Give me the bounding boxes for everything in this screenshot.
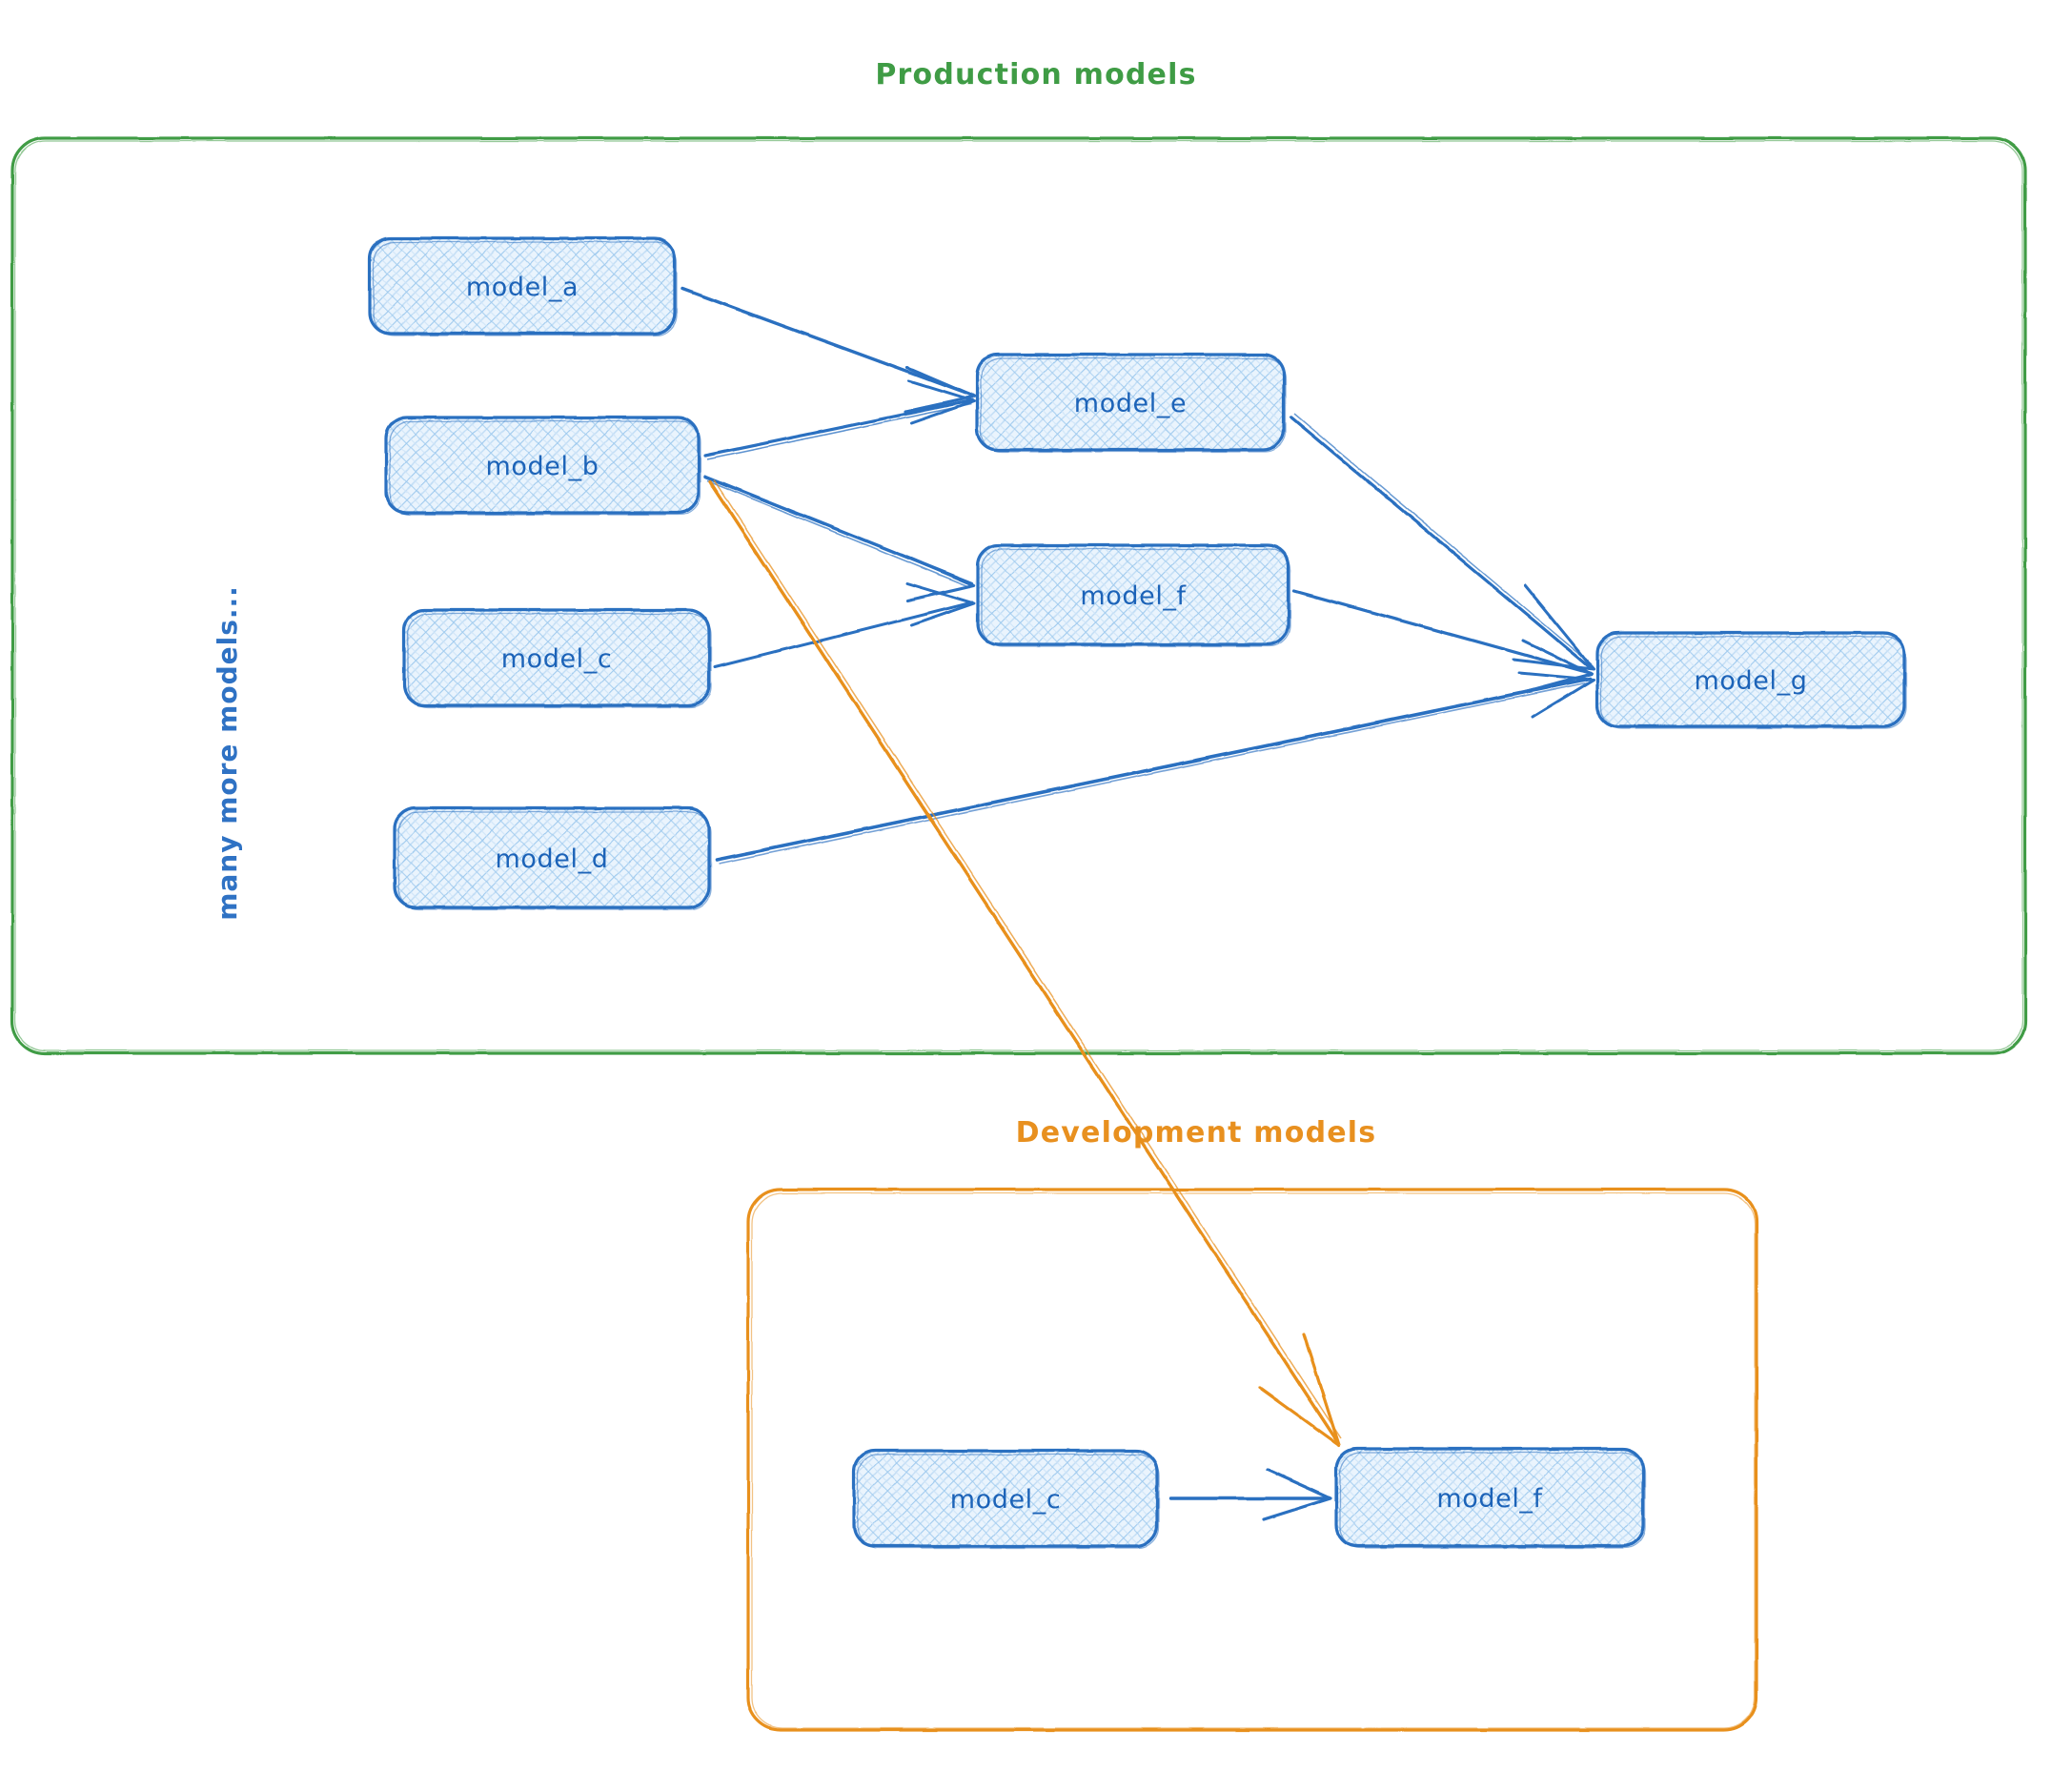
- node-label-prod-model-g: model_g: [1695, 666, 1808, 696]
- node-prod-model-c[interactable]: model_c: [402, 608, 712, 708]
- node-label-prod-model-b: model_b: [486, 452, 599, 481]
- edge-d-to-g: [715, 671, 1595, 865]
- node-dev-model-c[interactable]: model_c: [852, 1449, 1160, 1549]
- nodes-layer: model_a model_b model_c: [368, 236, 1907, 1549]
- node-prod-model-f[interactable]: model_f: [976, 543, 1291, 647]
- group-container-development: Development models: [746, 1116, 1758, 1732]
- node-label-prod-model-a: model_a: [466, 273, 579, 302]
- side-note-many-more-models: many more models...: [212, 585, 243, 921]
- node-label-prod-model-d: model_d: [496, 845, 609, 874]
- node-dev-model-f[interactable]: model_f: [1334, 1447, 1646, 1549]
- group-container-production: Production models: [10, 58, 2027, 1055]
- edge-prod-b-to-dev-f: [708, 478, 1342, 1447]
- production-group-border-sketch: [14, 140, 2023, 1051]
- node-prod-model-e[interactable]: model_e: [975, 353, 1287, 453]
- production-group-border: [10, 136, 2027, 1055]
- development-group-title: Development models: [1016, 1116, 1377, 1150]
- development-group-border-sketch: [751, 1192, 1756, 1729]
- production-group-title: Production models: [875, 58, 1196, 92]
- edge-b-to-f: [703, 475, 976, 602]
- node-prod-model-a[interactable]: model_a: [368, 236, 678, 336]
- node-label-dev-model-f: model_f: [1436, 1484, 1543, 1514]
- node-label-prod-model-f: model_f: [1080, 581, 1187, 611]
- edge-a-to-e: [681, 287, 976, 414]
- development-group-border: [746, 1188, 1758, 1732]
- node-label-prod-model-e: model_e: [1074, 389, 1187, 418]
- edge-b-to-e: [703, 379, 976, 460]
- node-label-dev-model-c: model_c: [950, 1485, 1062, 1515]
- edge-e-to-g: [1290, 413, 1595, 671]
- edge-dev-c-to-dev-f: [1168, 1468, 1332, 1521]
- node-label-prod-model-c: model_c: [501, 644, 613, 674]
- node-prod-model-b[interactable]: model_b: [384, 416, 701, 516]
- node-prod-model-d[interactable]: model_d: [393, 806, 712, 910]
- node-prod-model-g[interactable]: model_g: [1595, 631, 1907, 729]
- edge-c-to-f: [713, 581, 976, 669]
- edges-layer: [681, 287, 1595, 1521]
